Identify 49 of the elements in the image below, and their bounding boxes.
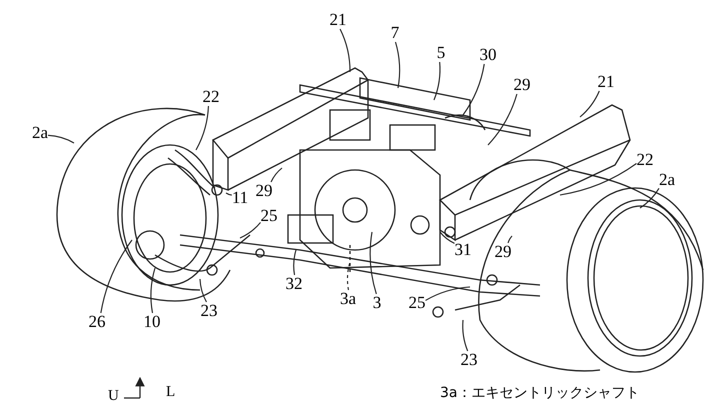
callout-number: 2a: [658, 171, 676, 189]
callout-number: 30: [480, 46, 496, 64]
callout-number: 29: [494, 243, 512, 261]
leader-line: [433, 62, 441, 100]
leader-line: [150, 268, 156, 314]
leader-line: [48, 134, 74, 144]
callout-number: 22: [636, 151, 654, 169]
leader-line: [394, 42, 400, 88]
leader-line: [488, 94, 518, 146]
callout-number: 10: [144, 313, 160, 331]
callout-number: 21: [598, 73, 614, 91]
leader-line: [508, 236, 512, 244]
callout-number: 22: [202, 88, 220, 106]
leader-line: [340, 28, 351, 72]
leader-line: [440, 232, 455, 244]
legend-note: 3a：エキセントリックシャフト: [440, 385, 640, 401]
leader-line: [270, 168, 282, 182]
leader-line: [100, 240, 132, 314]
callout-number: 2a: [32, 124, 48, 142]
leader-line: [293, 250, 297, 276]
leader-line: [462, 320, 468, 352]
callout-number: 23: [200, 302, 218, 320]
direction-label: L: [166, 384, 176, 400]
direction-label: U: [108, 388, 119, 404]
leader-line: [425, 286, 470, 301]
callout-number: 3: [372, 294, 382, 312]
callout-number: 23: [460, 351, 478, 369]
leader-line: [240, 222, 261, 238]
leader-line: [370, 232, 377, 294]
callout-number: 11: [232, 189, 248, 207]
leader-line: [196, 106, 209, 150]
leader-line: [199, 278, 207, 302]
leader-line: [640, 188, 660, 208]
callout-number: 32: [286, 275, 302, 293]
leader-line: [462, 64, 485, 116]
callout-number: 25: [260, 207, 278, 225]
callout-number: 25: [408, 294, 426, 312]
leader-line: [580, 90, 600, 118]
callout-number: 3a: [340, 290, 356, 308]
leader-line: [346, 262, 351, 290]
callout-number: 7: [390, 24, 400, 42]
callout-number: 29: [514, 76, 530, 94]
callout-number: 29: [256, 182, 272, 200]
callout-number: 5: [436, 44, 446, 62]
callout-number: 31: [454, 241, 472, 259]
callout-number: 26: [88, 313, 106, 331]
callout-number: 21: [330, 11, 346, 29]
leader-line: [560, 163, 637, 196]
leader-line: [226, 192, 232, 196]
